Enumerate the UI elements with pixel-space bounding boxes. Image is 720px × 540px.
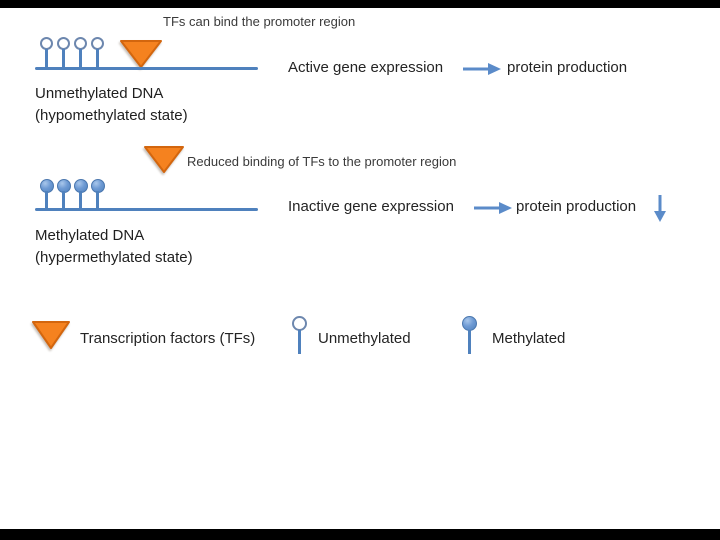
top-letterbox-bar (0, 0, 720, 8)
legend-unmethylated-label: Unmethylated (318, 330, 411, 347)
down-arrow-icon (654, 195, 666, 222)
tf-triangle-icon (120, 40, 162, 68)
bottom-letterbox-bar (0, 529, 720, 540)
site-stem (79, 191, 82, 209)
protein-production-text: protein production (516, 198, 637, 215)
unmethylated-dna-label-line1: Unmethylated DNA (35, 85, 164, 102)
site-stem (298, 330, 301, 354)
methylated-dna-label: Methylated DNA (hypermethylated state) (35, 225, 193, 269)
unmethylated-caption: TFs can bind the promoter region (163, 14, 356, 29)
legend-tf-label: Transcription factors (TFs) (80, 330, 256, 347)
unmethylated-site-icon (292, 316, 307, 331)
tf-triangle-icon (144, 146, 184, 173)
unmethylated-dna-label: Unmethylated DNA (hypomethylated state) (35, 83, 188, 127)
methylated-dna-label-line1: Methylated DNA (35, 227, 145, 244)
methylated-site-icon (462, 316, 477, 331)
right-arrow-icon (474, 202, 512, 214)
dna-line (35, 67, 258, 70)
tf-triangle-icon (32, 321, 70, 349)
dna-line (35, 208, 258, 211)
right-arrow-icon (463, 63, 501, 75)
site-stem (468, 330, 471, 354)
protein-production-text: protein production (507, 59, 628, 76)
methylated-dna-label-line2: (hypermethylated state) (35, 249, 193, 266)
site-stem (62, 49, 65, 68)
inactive-expression-text: Inactive gene expression (288, 198, 454, 215)
site-stem (45, 191, 48, 209)
site-stem (96, 191, 99, 209)
site-stem (62, 191, 65, 209)
unmethylated-dna-label-line2: (hypomethylated state) (35, 107, 188, 124)
site-stem (79, 49, 82, 68)
methylated-caption: Reduced binding of TFs to the promoter r… (187, 154, 457, 169)
site-stem (45, 49, 48, 68)
legend-methylated-label: Methylated (492, 330, 566, 347)
site-stem (96, 49, 99, 68)
active-expression-text: Active gene expression (288, 59, 444, 76)
